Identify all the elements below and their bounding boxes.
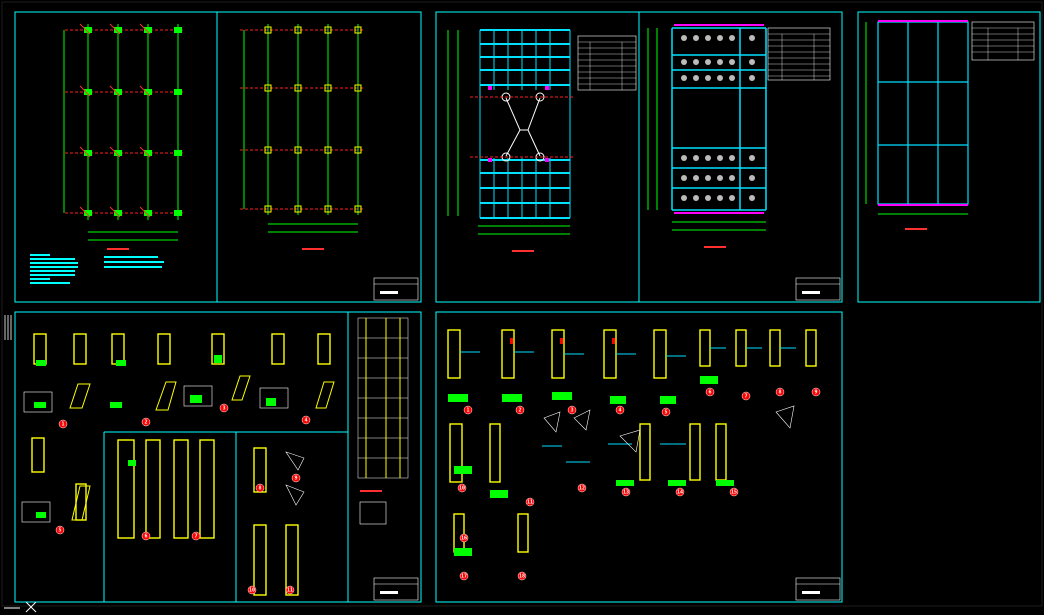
detail-marker: 1 xyxy=(463,405,473,415)
detail-marker: 14 xyxy=(675,487,685,497)
detail-marker: 7 xyxy=(741,391,751,401)
detail-marker: 15 xyxy=(729,487,739,497)
ucs-axis-icon xyxy=(4,601,37,613)
sheet-2-connection-plan xyxy=(647,24,841,301)
svg-text:15: 15 xyxy=(731,490,737,496)
sheet-3-roof-plan xyxy=(865,20,1035,230)
svg-text:5: 5 xyxy=(58,528,61,534)
sheet-5-frame xyxy=(435,311,843,603)
detail-marker: 2 xyxy=(515,405,525,415)
svg-text:14: 14 xyxy=(677,490,683,496)
detail-marker: 10 xyxy=(457,483,467,493)
sheet-2-title-block xyxy=(795,277,841,301)
svg-text:12: 12 xyxy=(579,486,585,492)
svg-text:8: 8 xyxy=(778,390,781,396)
detail-marker: 3 xyxy=(219,403,229,413)
svg-text:7: 7 xyxy=(194,534,197,540)
svg-text:6: 6 xyxy=(144,534,147,540)
svg-text:3: 3 xyxy=(570,408,573,414)
svg-text:1: 1 xyxy=(466,408,469,414)
svg-text:10: 10 xyxy=(249,588,255,594)
svg-text:4: 4 xyxy=(618,408,621,414)
sheet-4-base-details: 1 2 3 4 5 6 7 8 9 10 11 xyxy=(4,312,419,602)
sheet-1-plan-a xyxy=(30,23,185,284)
detail-marker: 5 xyxy=(661,407,671,417)
sheet-2-member-table-b xyxy=(767,27,831,81)
svg-text:7: 7 xyxy=(744,394,747,400)
svg-text:6: 6 xyxy=(708,390,711,396)
detail-marker: 2 xyxy=(141,417,151,427)
sheet-4-detail-markers: 1 2 3 4 5 6 7 8 9 10 11 xyxy=(55,403,311,595)
sheet-4-title-block xyxy=(373,577,419,601)
detail-marker: 5 xyxy=(55,525,65,535)
svg-text:3: 3 xyxy=(222,406,225,412)
sheet-1-plan-b xyxy=(240,24,419,301)
sheet-5-connection-details: 1 2 3 4 5 6 7 8 9 10 11 12 13 14 15 16 1… xyxy=(447,329,841,601)
svg-text:16: 16 xyxy=(461,536,467,542)
detail-marker: 18 xyxy=(517,571,527,581)
sheet-2-member-table-a xyxy=(577,35,637,91)
svg-text:13: 13 xyxy=(623,490,629,496)
detail-marker: 4 xyxy=(615,405,625,415)
detail-marker: 1 xyxy=(58,419,68,429)
detail-marker: 8 xyxy=(255,483,265,493)
svg-text:11: 11 xyxy=(527,500,533,506)
detail-marker: 16 xyxy=(459,533,469,543)
svg-text:2: 2 xyxy=(144,420,147,426)
sheet-2-framing-plan xyxy=(447,29,637,252)
detail-marker: 4 xyxy=(301,415,311,425)
svg-text:4: 4 xyxy=(304,418,307,424)
sheet-1-frame xyxy=(14,11,422,303)
detail-marker: 11 xyxy=(285,585,295,595)
detail-marker: 8 xyxy=(775,387,785,397)
sheet-1-title-block xyxy=(373,277,419,301)
sheet-5-detail-markers: 1 2 3 4 5 6 7 8 9 10 11 12 13 14 15 16 1… xyxy=(457,387,821,581)
detail-marker: 6 xyxy=(705,387,715,397)
svg-text:1: 1 xyxy=(61,422,64,428)
svg-text:5: 5 xyxy=(664,410,667,416)
svg-text:17: 17 xyxy=(461,574,467,580)
detail-marker: 10 xyxy=(247,585,257,595)
detail-marker: 12 xyxy=(577,483,587,493)
detail-marker: 9 xyxy=(291,473,301,483)
svg-text:8: 8 xyxy=(258,486,261,492)
svg-text:10: 10 xyxy=(459,486,465,492)
svg-text:2: 2 xyxy=(518,408,521,414)
sheet-3-frame xyxy=(857,11,1041,303)
detail-marker: 7 xyxy=(191,531,201,541)
sheet-5-title-block xyxy=(795,577,841,601)
svg-text:11: 11 xyxy=(287,588,293,594)
sheet-4-frame xyxy=(14,311,422,603)
detail-marker: 6 xyxy=(141,531,151,541)
svg-text:18: 18 xyxy=(519,574,525,580)
svg-text:9: 9 xyxy=(814,390,817,396)
svg-text:9: 9 xyxy=(294,476,297,482)
detail-marker: 9 xyxy=(811,387,821,397)
detail-marker: 3 xyxy=(567,405,577,415)
detail-marker: 13 xyxy=(621,487,631,497)
detail-marker: 11 xyxy=(525,497,535,507)
sheet-3-member-table xyxy=(971,21,1035,61)
detail-marker: 17 xyxy=(459,571,469,581)
